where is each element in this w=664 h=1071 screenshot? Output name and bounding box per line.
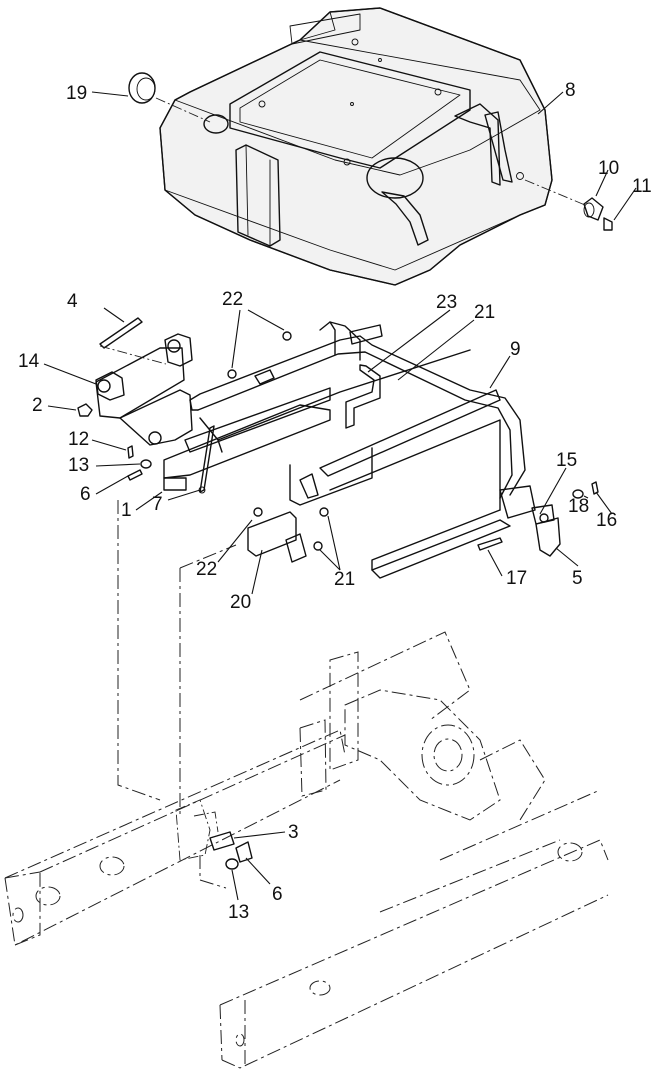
callout-11: 11 (632, 176, 652, 197)
callout-23: 23 (436, 292, 457, 313)
callout-17: 17 (506, 568, 527, 589)
callout-22-top: 22 (222, 289, 243, 310)
callout-12: 12 (68, 429, 89, 450)
tractor-frame-phantom (4, 500, 609, 1069)
callout-5: 5 (572, 568, 583, 589)
callout-16: 16 (596, 510, 617, 531)
callout-2: 2 (32, 395, 43, 416)
leader-lines (43, 91, 637, 901)
callout-7: 7 (152, 494, 163, 515)
callout-15: 15 (556, 450, 577, 471)
callout-labels: 19 8 10 11 4 22 23 21 9 14 2 12 13 6 1 7… (18, 80, 652, 923)
callout-8: 8 (565, 80, 576, 101)
callout-20: 20 (230, 592, 251, 613)
lower-fasteners (209, 831, 253, 870)
callout-1: 1 (121, 500, 132, 521)
callout-19: 19 (66, 83, 87, 104)
callout-18: 18 (568, 496, 589, 517)
callout-21-top: 21 (474, 302, 495, 323)
callout-22-bottom: 22 (196, 559, 217, 580)
console-cover (159, 7, 553, 286)
callout-3: 3 (288, 822, 299, 843)
callout-6-top: 6 (80, 484, 91, 505)
callout-6-bottom: 6 (272, 884, 283, 905)
callout-21-bottom: 21 (334, 569, 355, 590)
callout-10: 10 (598, 158, 619, 179)
callout-4: 4 (67, 291, 78, 312)
knob-part-10-11 (524, 179, 613, 231)
callout-13-top: 13 (68, 455, 89, 476)
grommet-part-19 (128, 72, 211, 123)
seat-frame (77, 317, 599, 579)
callout-13-bottom: 13 (228, 902, 249, 923)
callout-14: 14 (18, 351, 40, 372)
callout-9: 9 (510, 339, 521, 360)
